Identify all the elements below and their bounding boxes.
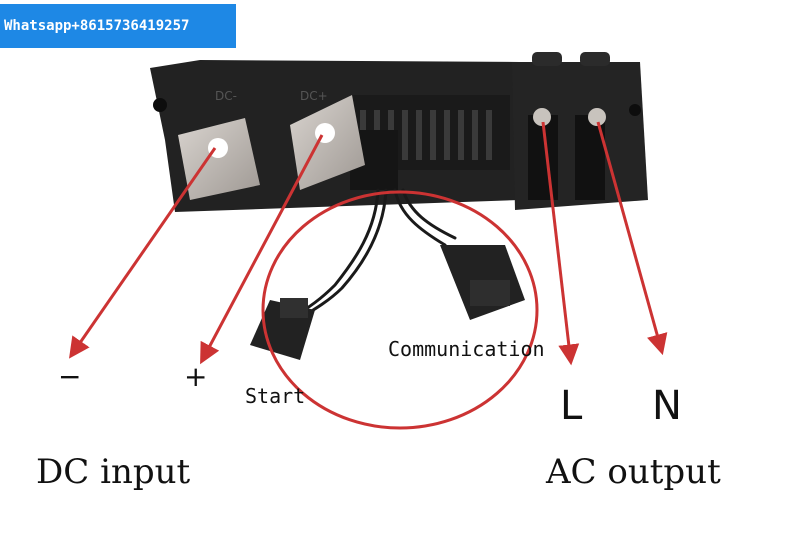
label-minus: − (58, 360, 82, 393)
connector-mark-left: DC- (215, 89, 237, 103)
label-ac-output: AC output (546, 452, 721, 492)
highlight-circle (261, 190, 539, 430)
arrow-dc-plus (200, 134, 324, 365)
label-dc-input: DC input (36, 452, 191, 492)
communication-plug (440, 245, 525, 320)
label-start: Start (245, 384, 306, 408)
ac-terminal-block (512, 52, 648, 210)
arrow-n (596, 121, 668, 356)
arrow-l (541, 121, 580, 366)
label-l: L (560, 383, 583, 429)
connector-mark-right: DC+ (300, 89, 328, 103)
label-n: N (652, 383, 682, 429)
wires (293, 188, 457, 320)
start-plug (250, 298, 315, 360)
svg-text:DC+: DC+ (300, 89, 328, 103)
arrow-dc-minus (69, 147, 217, 359)
label-plus: + (184, 360, 208, 393)
contact-badge: Whatsapp+8615736419257 (0, 4, 236, 48)
svg-text:DC-: DC- (215, 89, 237, 103)
label-communication: Communication (388, 337, 545, 361)
